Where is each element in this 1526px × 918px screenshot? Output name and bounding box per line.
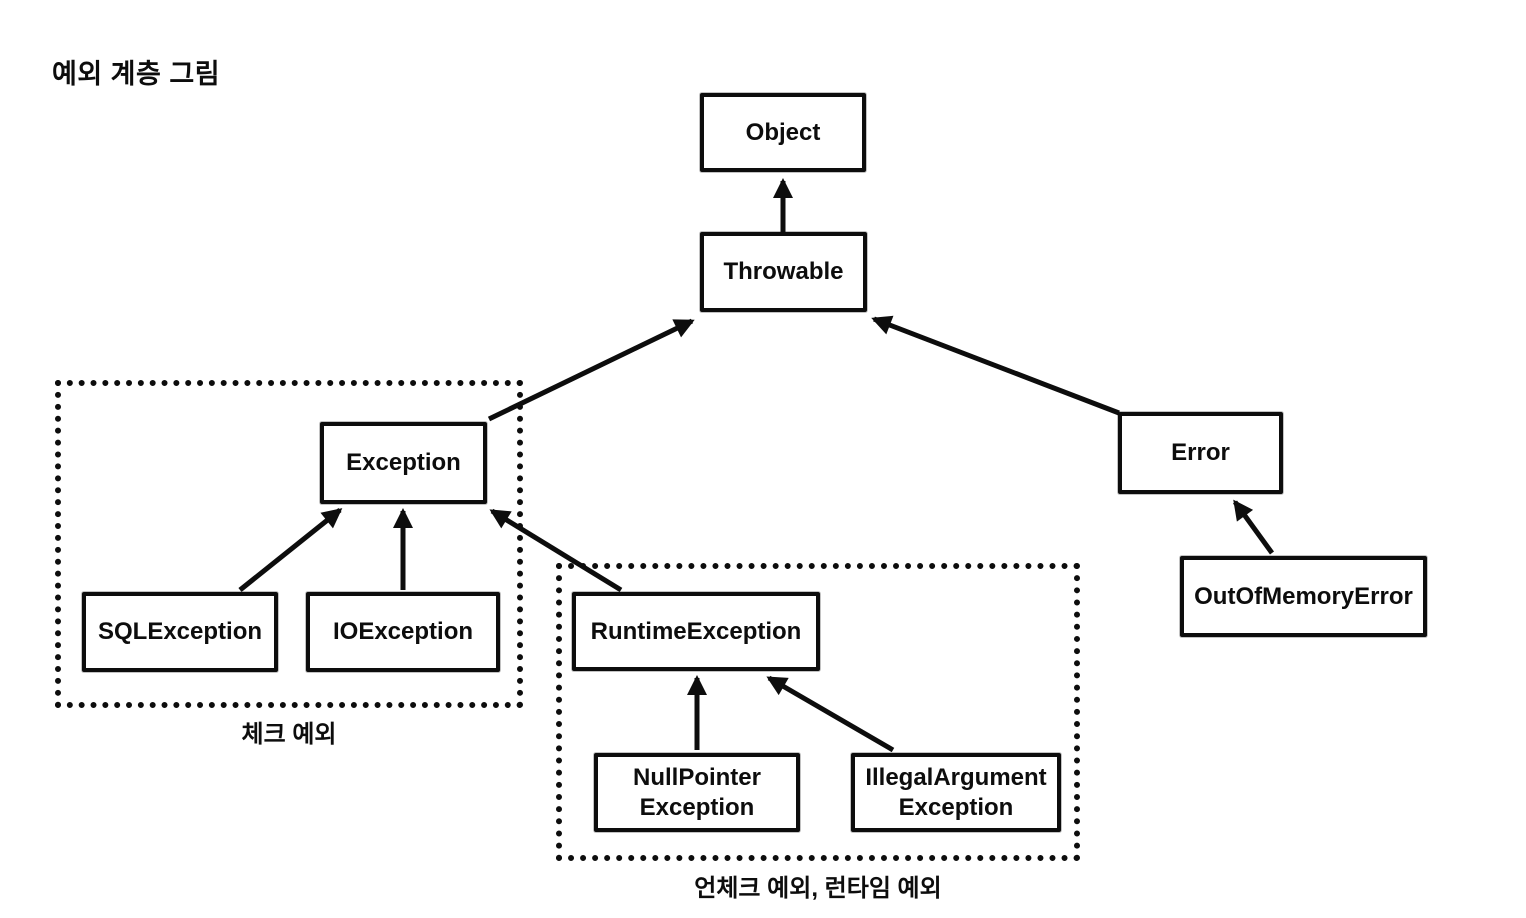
edge-error-to-throwable	[871, 315, 1120, 416]
node-io-exception: IOException	[306, 592, 500, 672]
unchecked-exceptions-group-outline	[556, 563, 1080, 861]
checked-exceptions-group-label: 체크 예외	[241, 721, 337, 748]
node-error: Error	[1118, 412, 1283, 494]
unchecked-exceptions-group-label: 언체크 예외, 런타임 예외	[694, 875, 942, 902]
node-object: Object	[700, 93, 866, 172]
node-sql-exception: SQLException	[82, 592, 278, 672]
node-out-of-memory-error: OutOfMemoryError	[1180, 556, 1427, 637]
edge-out-of-memory-error-to-error	[1232, 499, 1275, 555]
node-exception: Exception	[320, 422, 487, 504]
page-title: 예외 계층 그림	[52, 59, 221, 89]
node-illegal-argument-exception: IllegalArgument Exception	[851, 753, 1061, 832]
node-throwable: Throwable	[700, 232, 867, 312]
node-runtime-exception: RuntimeException	[572, 592, 820, 671]
node-null-pointer-exception: NullPointer Exception	[594, 753, 800, 832]
